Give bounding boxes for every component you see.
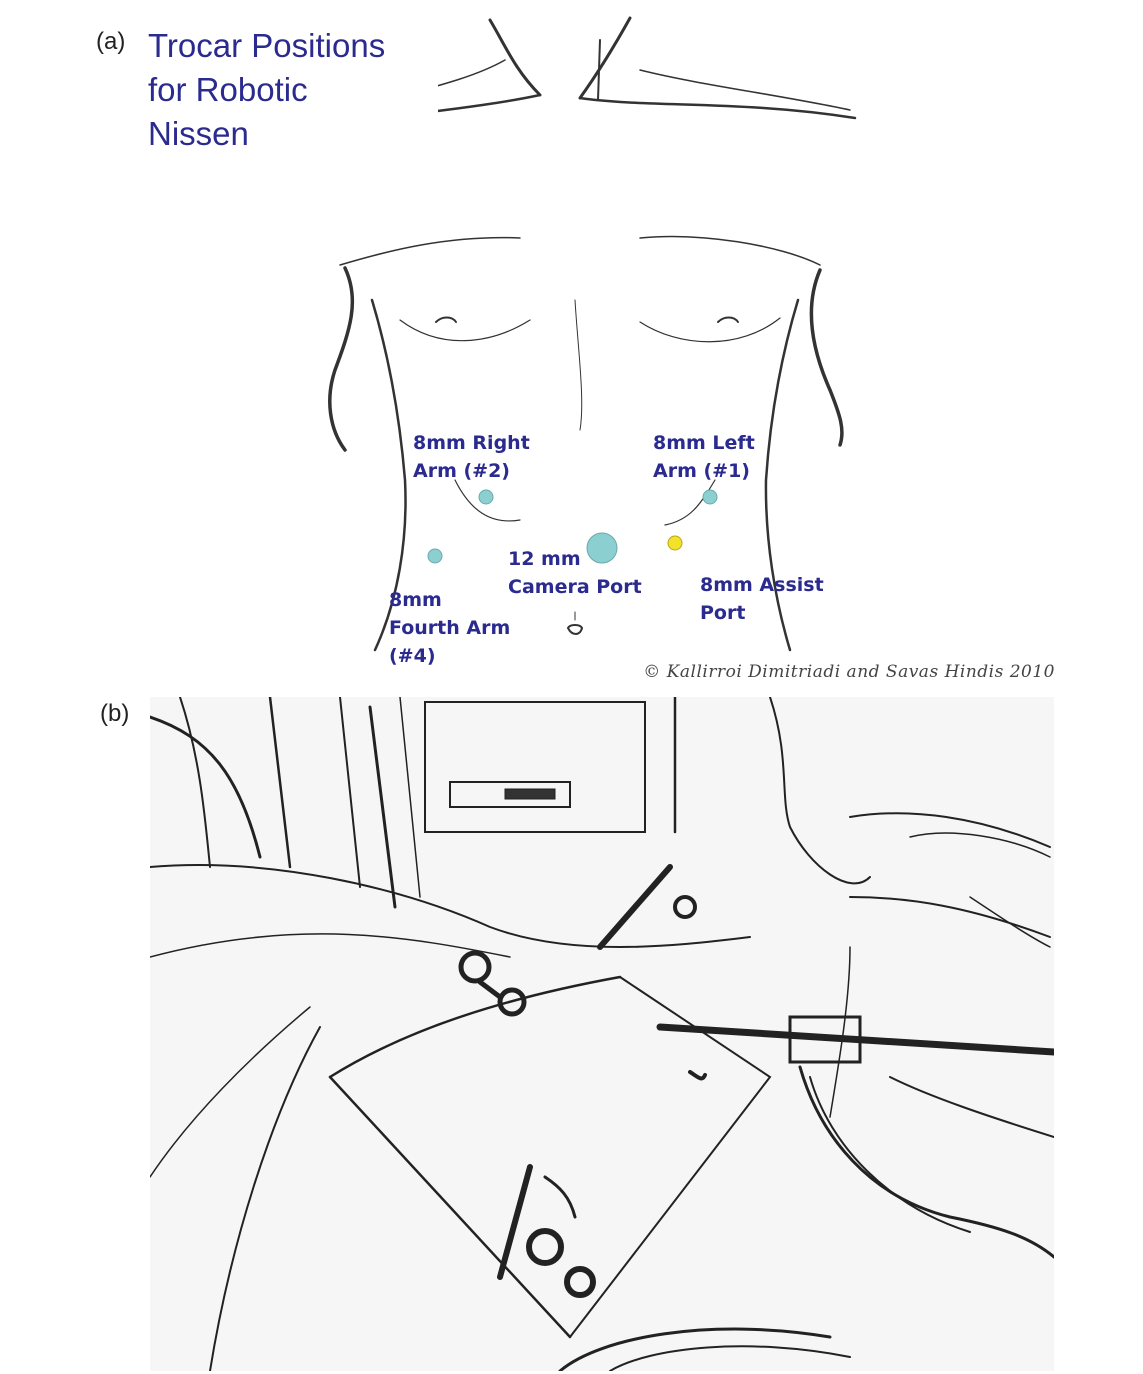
port-assist-marker — [668, 536, 682, 550]
title-line-1: Trocar Positions — [148, 24, 438, 68]
panel-b-label: (b) — [100, 700, 129, 728]
port-right-arm-label-line1: 8mm Right — [413, 432, 530, 454]
port-assist-label-line1: 8mm Assist — [700, 574, 824, 596]
title-line-3: Nissen — [148, 112, 438, 156]
port-fourth-arm-label-line1: 8mm — [389, 589, 442, 611]
port-camera-label-line2: Camera Port — [508, 576, 642, 598]
surgical-photo — [150, 697, 1054, 1371]
port-fourth-arm-marker — [428, 549, 442, 563]
port-camera-marker — [587, 533, 617, 563]
port-left-arm-marker — [703, 490, 717, 504]
port-fourth-arm-label-line2: Fourth Arm — [389, 617, 510, 639]
port-left-arm-label-line1: 8mm Left — [653, 432, 755, 454]
port-fourth-arm-label-line3: (#4) — [389, 645, 436, 667]
port-assist-label-line2: Port — [700, 602, 745, 624]
surgical-photo-sketch — [150, 697, 1054, 1371]
port-left-arm-label-line2: Arm (#1) — [653, 460, 750, 482]
port-right-arm-marker — [479, 490, 493, 504]
copyright-notice: © Kallirroi Dimitriadi and Savas Hindis … — [643, 662, 1055, 682]
title-line-2: for Robotic — [148, 68, 438, 112]
port-camera-label-line1: 12 mm — [508, 548, 581, 570]
diagram-title: Trocar Positions for Robotic Nissen — [148, 24, 438, 156]
port-right-arm-label-line2: Arm (#2) — [413, 460, 510, 482]
